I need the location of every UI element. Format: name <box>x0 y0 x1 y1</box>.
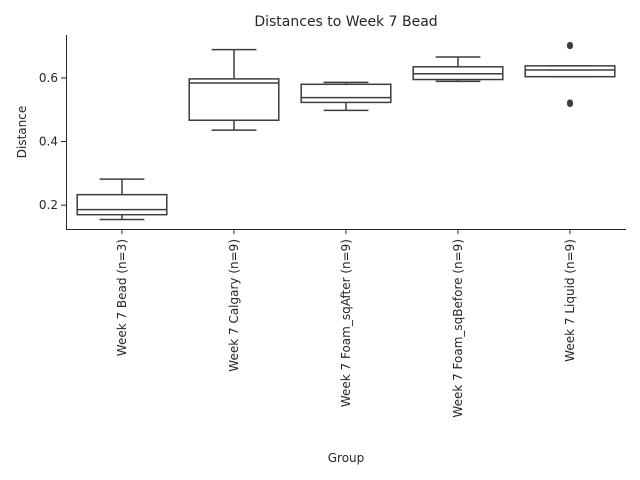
y-tick-label: 0.6 <box>39 71 58 85</box>
box-5 <box>524 41 616 108</box>
box-4 <box>412 56 504 83</box>
y-tick-label: 0.4 <box>39 135 58 149</box>
outlier-point <box>567 41 573 48</box>
x-tick-label: Week 7 Foam_sqAfter (n=9) <box>339 239 353 407</box>
x-tick-label: Week 7 Bead (n=3) <box>115 239 129 356</box>
x-axis-label: Group <box>328 451 365 465</box>
box-3 <box>300 81 392 112</box>
outlier-point <box>567 99 573 106</box>
box-iqr <box>524 65 616 78</box>
x-tick-label: Week 7 Foam_sqBefore (n=9) <box>451 239 465 418</box>
x-tick-label: Week 7 Liquid (n=9) <box>563 239 577 362</box>
y-tick-label: 0.2 <box>39 198 58 212</box>
box-iqr <box>300 83 392 104</box>
box-iqr <box>188 78 280 121</box>
box-1 <box>76 178 168 221</box>
box-series <box>76 41 616 221</box>
box-iqr <box>76 193 168 216</box>
y-axis-label: Distance <box>15 106 29 158</box>
x-ticks: Week 7 Bead (n=3) Week 7 Calgary (n=9) Wee… <box>115 229 577 418</box>
y-ticks: 0.2 0.4 0.6 <box>39 71 66 212</box>
box-2 <box>188 48 280 131</box>
chart-title: Distances to Week 7 Bead <box>254 14 437 30</box>
x-tick-label: Week 7 Calgary (n=9) <box>227 239 241 372</box>
